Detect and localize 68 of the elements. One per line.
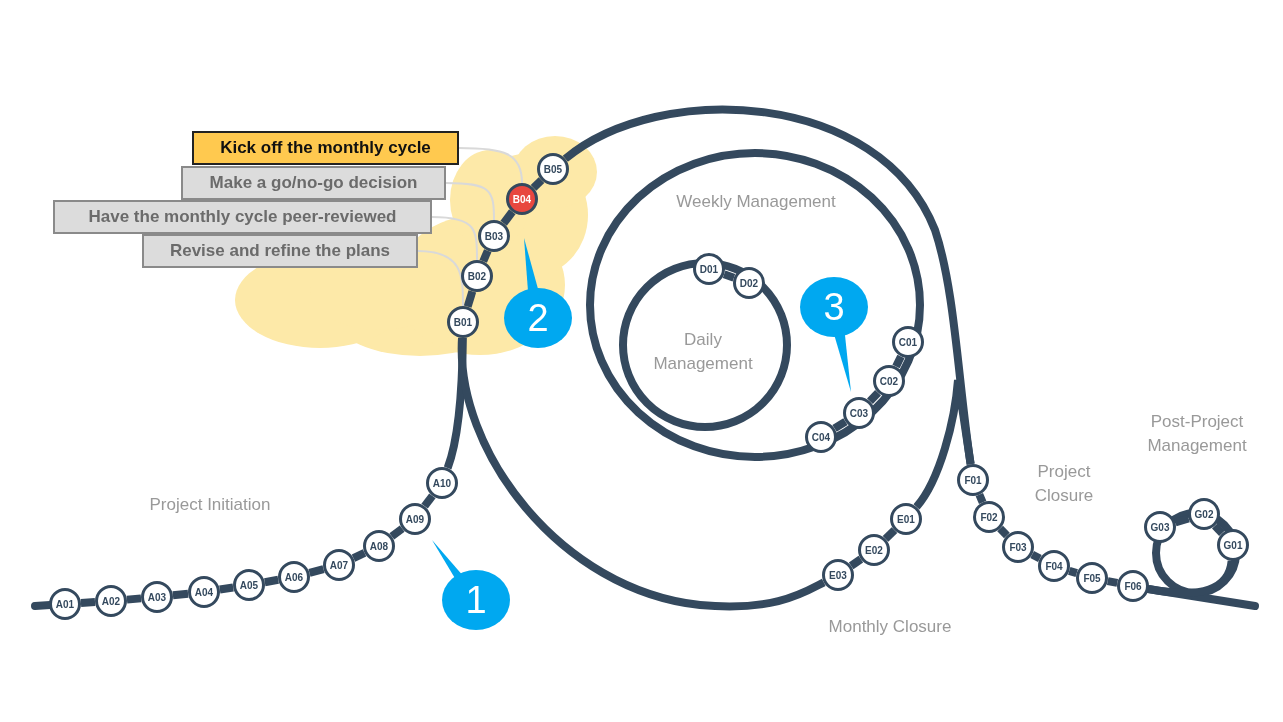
station-marker: A03 bbox=[141, 581, 173, 613]
track-segment bbox=[463, 290, 477, 308]
station-marker: A05 bbox=[233, 569, 265, 601]
track-segment bbox=[421, 493, 436, 509]
task-label: Revise and refine the plans bbox=[142, 234, 418, 268]
track-segment bbox=[500, 209, 516, 226]
track-segment bbox=[443, 337, 467, 470]
station-marker: A08 bbox=[363, 530, 395, 562]
track-segment bbox=[530, 177, 545, 191]
station-marker: F04 bbox=[1038, 550, 1070, 582]
track-segment bbox=[722, 270, 736, 282]
station-marker: A10 bbox=[426, 467, 458, 499]
track-segment bbox=[997, 525, 1010, 539]
station-marker: A04 bbox=[188, 576, 220, 608]
station-marker: G02 bbox=[1188, 498, 1220, 530]
callout-number: 1 bbox=[464, 580, 488, 620]
leader-line bbox=[431, 216, 478, 261]
station-marker: F05 bbox=[1076, 562, 1108, 594]
station-marker: A01 bbox=[49, 588, 81, 620]
station-marker: D02 bbox=[733, 267, 765, 299]
phase-label: Daily Management bbox=[652, 329, 754, 375]
station-marker: F01 bbox=[957, 464, 989, 496]
station-marker: C01 bbox=[892, 326, 924, 358]
phase-label: Monthly Closure bbox=[827, 616, 953, 638]
track-segment bbox=[264, 575, 279, 587]
track-segment bbox=[882, 527, 898, 542]
track-segment bbox=[848, 555, 864, 570]
highlighted-task-label: Kick off the monthly cycle bbox=[192, 131, 459, 165]
station-marker: E02 bbox=[858, 534, 890, 566]
track-segment bbox=[126, 594, 142, 604]
station-marker: A09 bbox=[399, 503, 431, 535]
station-marker: E01 bbox=[890, 503, 922, 535]
station-marker: C04 bbox=[805, 421, 837, 453]
phase-label: Post-Project Management bbox=[1146, 411, 1248, 457]
track-segment bbox=[913, 376, 975, 510]
track-segment bbox=[389, 525, 405, 540]
task-label: Make a go/no-go decision bbox=[181, 166, 446, 200]
station-marker: E03 bbox=[822, 559, 854, 591]
station-marker: F02 bbox=[973, 501, 1005, 533]
phase-label: Project Initiation bbox=[148, 494, 272, 516]
station-marker: F06 bbox=[1117, 570, 1149, 602]
station-marker: A02 bbox=[95, 585, 127, 617]
station-marker: A07 bbox=[323, 549, 355, 581]
station-marker: F03 bbox=[1002, 531, 1034, 563]
station-marker: A06 bbox=[278, 561, 310, 593]
track-segment bbox=[479, 249, 492, 263]
leader-line bbox=[458, 147, 523, 184]
callout-number: 2 bbox=[526, 298, 550, 338]
track-segment bbox=[351, 549, 367, 562]
leader-line bbox=[417, 250, 464, 307]
station-marker: C02 bbox=[873, 365, 905, 397]
track-segment bbox=[1068, 567, 1078, 577]
phase-label: Project Closure bbox=[1033, 461, 1095, 507]
station-marker: G01 bbox=[1217, 529, 1249, 561]
track-segment bbox=[172, 589, 189, 600]
phase-label: Weekly Management bbox=[675, 191, 837, 213]
track-segment bbox=[308, 565, 325, 577]
leader-line bbox=[445, 182, 495, 221]
station-marker: G03 bbox=[1144, 511, 1176, 543]
station-marker: D01 bbox=[693, 253, 725, 285]
track-segment bbox=[458, 337, 826, 611]
track-segment bbox=[80, 598, 96, 607]
task-label: Have the monthly cycle peer-reviewed bbox=[53, 200, 432, 234]
station-marker: C03 bbox=[843, 397, 875, 429]
track-segment bbox=[1106, 577, 1119, 587]
callout-number: 3 bbox=[822, 287, 846, 327]
track-segment bbox=[219, 583, 234, 594]
track-segment bbox=[832, 418, 848, 432]
